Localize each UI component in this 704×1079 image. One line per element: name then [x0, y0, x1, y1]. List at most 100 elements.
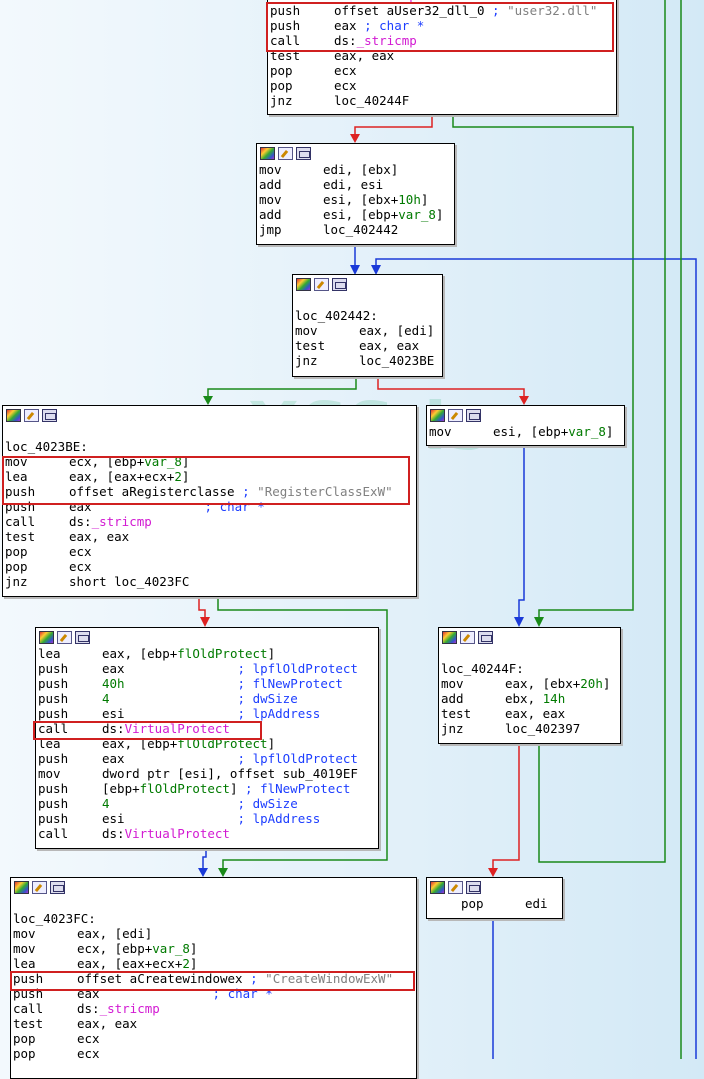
block-graph-icon[interactable]: [332, 278, 347, 291]
block-colors-icon[interactable]: [430, 409, 445, 422]
operand: ecx: [69, 544, 92, 559]
block-rename-icon[interactable]: [24, 409, 39, 422]
block-graph-icon[interactable]: [42, 409, 57, 422]
block-toolbar: [11, 878, 416, 896]
block-graph-icon[interactable]: [50, 881, 65, 894]
block-colors-icon[interactable]: [6, 409, 21, 422]
block-graph-icon[interactable]: [466, 881, 481, 894]
instruction-line[interactable]: push[ebp+flOldProtect] ; flNewProtect: [36, 781, 378, 796]
block-colors-icon[interactable]: [442, 631, 457, 644]
block-graph-icon[interactable]: [478, 631, 493, 644]
code-label[interactable]: loc_4023BE:: [5, 439, 88, 454]
block-graph-icon[interactable]: [296, 147, 311, 160]
block-rename-icon[interactable]: [32, 881, 47, 894]
block-rename-icon[interactable]: [278, 147, 293, 160]
code-label[interactable]: [293, 293, 442, 308]
code-label[interactable]: [11, 896, 416, 911]
mnemonic: pop: [270, 63, 293, 78]
block-colors-icon[interactable]: [260, 147, 275, 160]
mnemonic: push: [38, 676, 69, 691]
arrowhead: [350, 265, 360, 275]
block-rename-icon[interactable]: [314, 278, 329, 291]
block-colors-icon[interactable]: [14, 881, 29, 894]
operand: 4: [102, 796, 110, 811]
code-label[interactable]: loc_4023FC:: [13, 911, 96, 926]
block-graph-icon[interactable]: [466, 409, 481, 422]
mnemonic: push: [13, 971, 44, 986]
block-rename-icon[interactable]: [57, 631, 72, 644]
block-colors-icon[interactable]: [430, 881, 445, 894]
block-rename-icon[interactable]: [448, 409, 463, 422]
mnemonic: mov: [295, 323, 318, 338]
code-label[interactable]: [439, 646, 620, 661]
mnemonic: lea: [5, 469, 28, 484]
code-label[interactable]: [3, 424, 416, 439]
block-toolbar: [427, 406, 624, 424]
block-rename-icon[interactable]: [448, 881, 463, 894]
code-label[interactable]: loc_402442:: [295, 308, 378, 323]
block-rename-icon[interactable]: [460, 631, 475, 644]
code-label[interactable]: loc_40244F:: [441, 661, 524, 676]
block-colors-icon[interactable]: [296, 278, 311, 291]
block-graph-icon[interactable]: [75, 631, 90, 644]
block-colors-icon[interactable]: [39, 631, 54, 644]
operand: loc_4023BE: [359, 353, 435, 368]
